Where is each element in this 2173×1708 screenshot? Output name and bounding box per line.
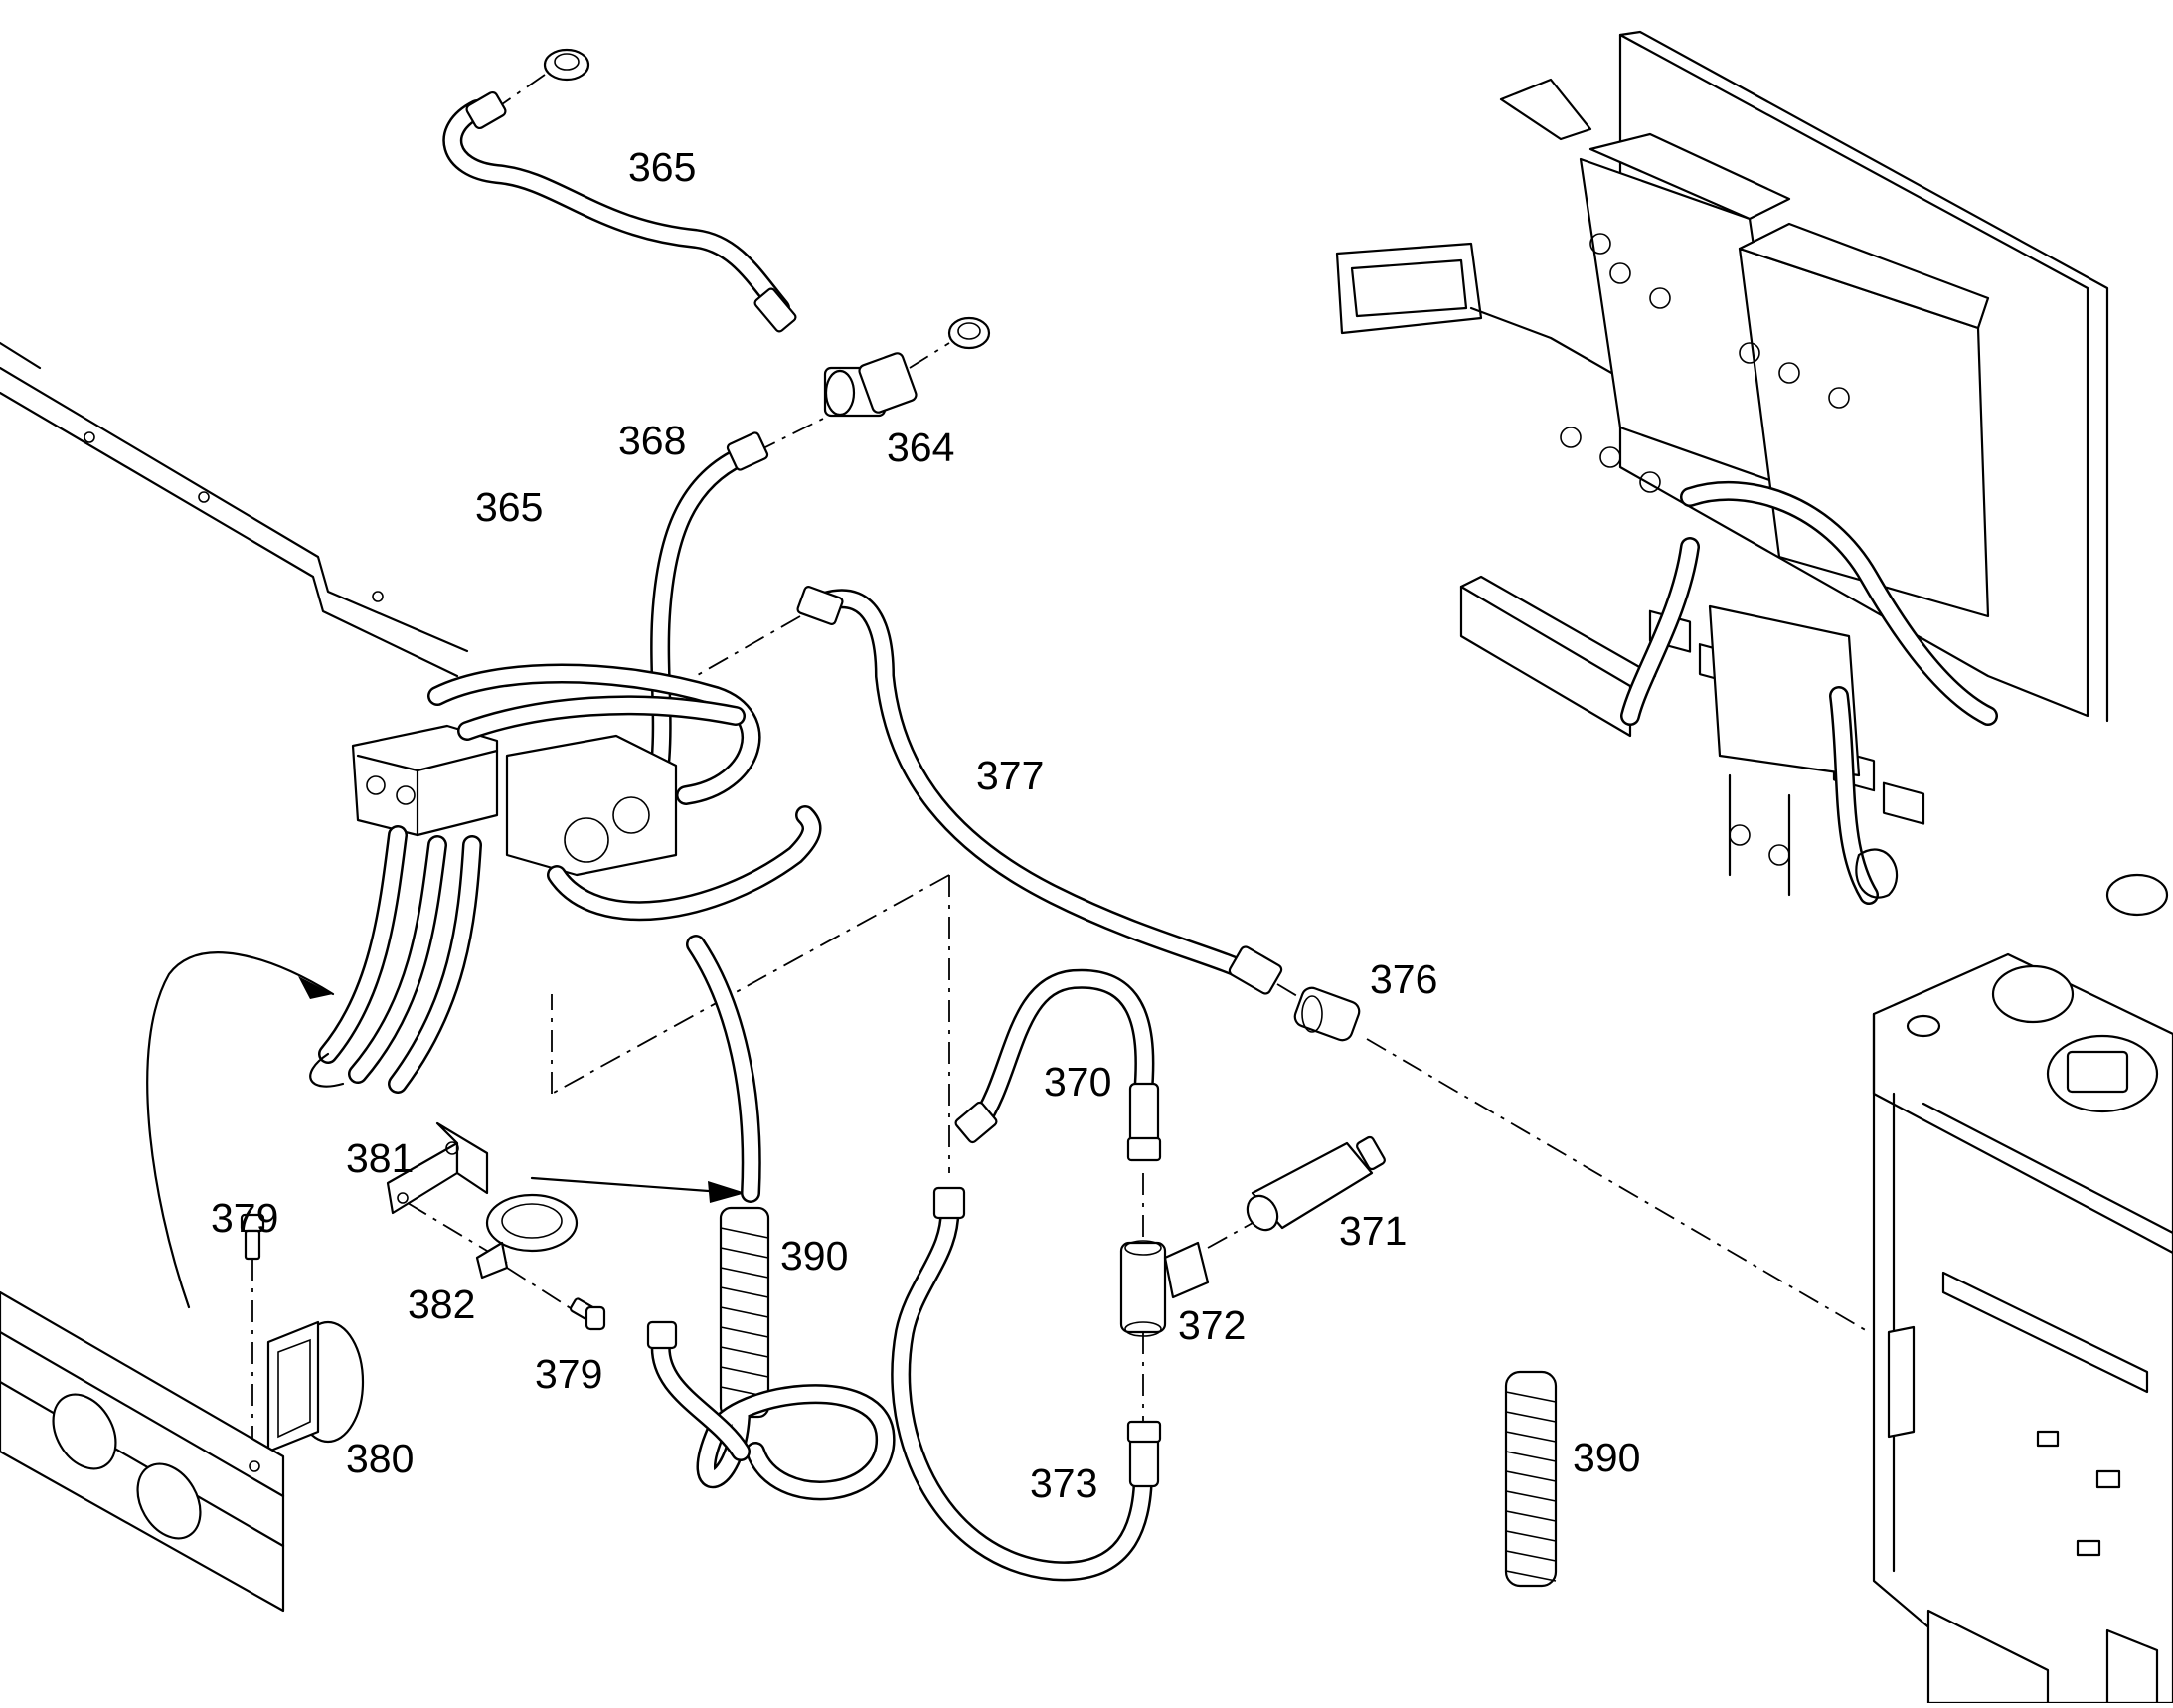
hose-373 [891, 1186, 1162, 1582]
callout-365-middle: 365 [475, 484, 544, 530]
tee-fitting-364 [754, 316, 991, 453]
callout-379-left: 379 [211, 1195, 279, 1241]
callout-390-right: 390 [1573, 1435, 1641, 1480]
grommet-380 [266, 1320, 365, 1453]
bolt-379-right [569, 1297, 606, 1331]
hose-370 [954, 968, 1162, 1162]
valve-block-assembly [309, 663, 822, 1094]
callout-364: 364 [887, 425, 955, 470]
filter-371 [1246, 1135, 1386, 1232]
callout-379-right: 379 [535, 1351, 603, 1397]
bottom-beam [0, 1290, 285, 1613]
leader-lines [551, 874, 1254, 1422]
callout-376: 376 [1370, 956, 1438, 1002]
callout-365-top: 365 [628, 144, 697, 190]
callout-373: 373 [1030, 1460, 1098, 1506]
fitting-376 [1276, 983, 1870, 1333]
reference-arrows [146, 951, 746, 1309]
callout-377: 377 [976, 753, 1045, 798]
bolt-379-left [240, 1213, 265, 1442]
callout-372: 372 [1178, 1302, 1247, 1348]
callout-380: 380 [346, 1436, 415, 1481]
callout-371: 371 [1339, 1208, 1408, 1254]
frame-rail [0, 341, 469, 678]
tee-372 [1119, 1240, 1210, 1337]
coil-guard-390 [1504, 1370, 1558, 1588]
valve-manifold-assembly [1335, 30, 2109, 905]
clamp-382 [475, 1193, 579, 1313]
fitting-top-left [501, 48, 590, 105]
hose-377 [695, 586, 1283, 995]
hose-365-top [442, 90, 797, 333]
machine-frame [1872, 873, 2173, 1705]
hose-390-left [646, 935, 896, 1501]
callout-368: 368 [618, 418, 687, 463]
callout-370: 370 [1044, 1059, 1112, 1105]
callout-381: 381 [346, 1135, 415, 1181]
callout-382: 382 [408, 1281, 476, 1327]
callout-390-left: 390 [780, 1233, 849, 1279]
